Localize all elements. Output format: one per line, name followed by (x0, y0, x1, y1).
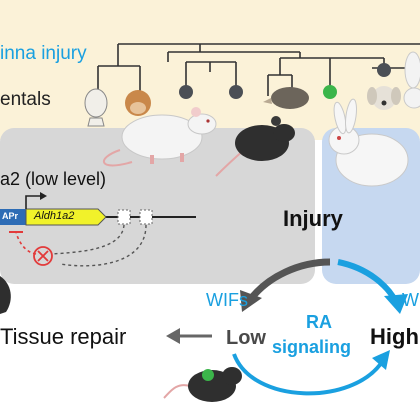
low-label: Low (226, 327, 266, 349)
promoter-box (0, 209, 26, 225)
arrow-head-icon (166, 328, 180, 344)
placentals-label: entals (0, 89, 51, 110)
black-mouse-icon (215, 116, 295, 177)
injury-label: Injury (283, 206, 343, 231)
dark-partial-shape (0, 276, 11, 314)
inhibition-x-icon (33, 246, 53, 266)
rabbit-head-icon (403, 51, 420, 109)
tree-node-dark (377, 63, 391, 77)
tree-node-dark (179, 85, 193, 99)
tissue-repair-label: Tissue repair (0, 324, 127, 349)
treated-mouse-icon (163, 367, 242, 402)
gene-construct (0, 192, 196, 267)
human-icon (84, 88, 108, 127)
white-rabbit-icon (328, 98, 409, 187)
aldh1a2-gene-box (25, 208, 107, 226)
low-level-panel (0, 128, 315, 284)
pinna-injury-label: inna injury (0, 43, 87, 64)
white-rat-icon (102, 107, 217, 167)
wifs-label: WIFs (206, 290, 248, 310)
aldh-level-label: a2 (low level) (0, 169, 107, 189)
dog-icon (367, 86, 401, 110)
arrow-head-icon (372, 350, 390, 370)
promoter-label: APr (2, 211, 19, 221)
green-ear-tag (202, 369, 214, 381)
tree-node-dark (229, 85, 243, 99)
w-label-cropped: W (402, 290, 419, 310)
ra-curved-arrow (232, 353, 384, 396)
hedgehog-icon (263, 87, 309, 109)
ra-label: RA (306, 312, 332, 332)
tree-node-green (323, 85, 337, 99)
tss-arrow-icon (40, 192, 47, 200)
wifs-curved-arrow (247, 258, 331, 303)
arrow-head-icon (240, 290, 262, 312)
gene-label: Aldh1a2 (34, 210, 75, 222)
signaling-label: signaling (272, 337, 352, 357)
arrow-head-icon (384, 294, 408, 314)
high-label: High (370, 324, 419, 349)
monkey-icon (125, 90, 151, 116)
